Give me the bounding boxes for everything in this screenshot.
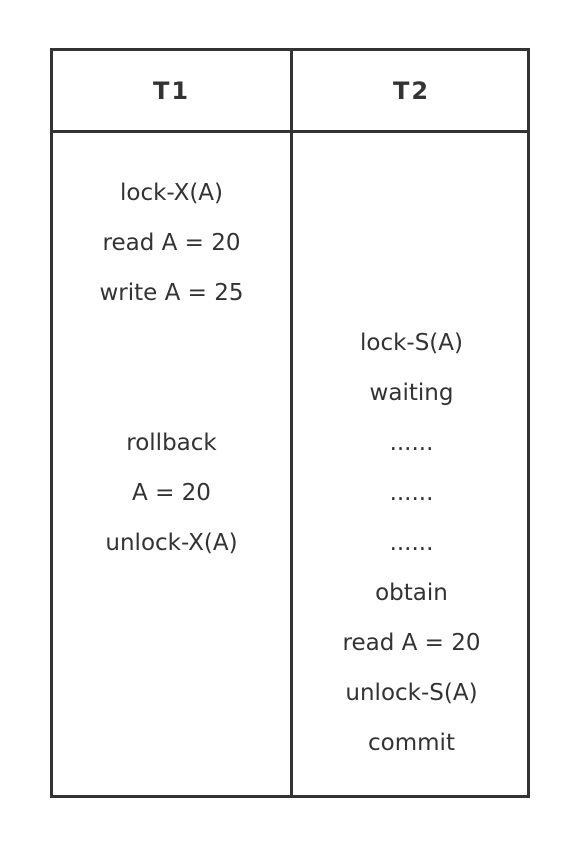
- t1-lock-step: lock-X(A): [119, 180, 224, 206]
- t1-restore-step: A = 20: [132, 480, 211, 506]
- t2-obtain-step: obtain: [375, 580, 448, 606]
- t1-unlock-step: unlock-X(A): [105, 530, 238, 556]
- t2-unlock-step: unlock-S(A): [345, 680, 478, 706]
- t1-read-step: read A = 20: [102, 230, 241, 256]
- t2-lock-step: lock-S(A): [359, 330, 463, 356]
- transaction-table: T1 T2 lock-X(A) read A = 20 write A = 25…: [50, 48, 530, 798]
- t2-read-step: read A = 20: [342, 630, 481, 656]
- t1-write-step: write A = 25: [99, 280, 244, 306]
- t2-ellipsis-1: ......: [389, 430, 434, 456]
- t2-ellipsis-2: ......: [389, 480, 434, 506]
- header-t1: T1: [152, 76, 191, 105]
- t2-commit-step: commit: [368, 730, 455, 756]
- t2-ellipsis-3: ......: [389, 530, 434, 556]
- t1-rollback-step: rollback: [126, 430, 217, 456]
- column-divider: [290, 51, 293, 795]
- header-t2: T2: [392, 76, 431, 105]
- t2-waiting-step: waiting: [369, 380, 454, 406]
